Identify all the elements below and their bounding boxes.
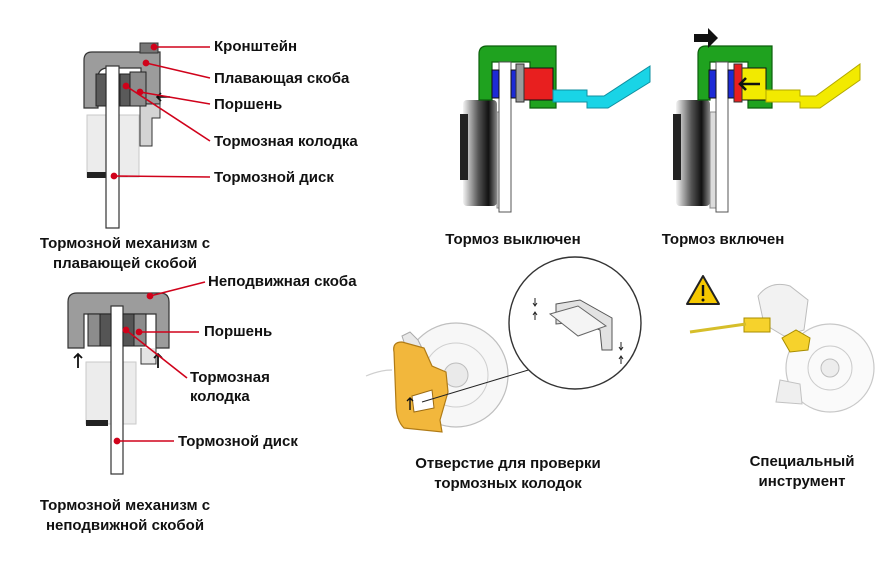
hub-shadow xyxy=(87,172,109,178)
label-piston: Поршень xyxy=(214,96,283,113)
brake-disc xyxy=(715,61,729,213)
caption-line: Отверстие для проверки xyxy=(415,455,601,472)
brake-disc xyxy=(110,305,124,475)
piston-seal xyxy=(515,63,525,103)
bracket-leg xyxy=(139,103,161,147)
brake-off-diagram xyxy=(460,45,651,213)
special-tool-illustration xyxy=(686,275,875,413)
bracket-part xyxy=(139,42,159,54)
caption-brake-on: Тормоз включен xyxy=(661,231,785,248)
label-piston: Поршень xyxy=(204,323,273,340)
hub-center xyxy=(820,358,840,378)
fixed-caliper-leader-lines xyxy=(113,281,206,445)
zoom-leader xyxy=(421,367,536,403)
caliper-slide-arrow xyxy=(694,28,718,48)
caption-fixed-caliper: Тормозной механизм с неподвижной скобой xyxy=(10,496,240,536)
fixed-caliper-body xyxy=(67,292,170,349)
warning-dot xyxy=(701,298,705,302)
brake-disc xyxy=(498,61,512,213)
wheel-hub xyxy=(676,100,710,206)
piston-push-arrow xyxy=(738,77,760,91)
brake-disc xyxy=(105,65,120,229)
wheel-hub xyxy=(463,100,497,206)
wheel-disc-ring xyxy=(807,345,853,391)
caption-special-tool: Специальный инструмент xyxy=(726,452,878,492)
wear-mark-arrow-bottom xyxy=(618,342,624,351)
caption-line: инструмент xyxy=(758,473,846,490)
caption-line: Тормозной механизм с xyxy=(39,235,211,252)
floating-caliper-diagram xyxy=(83,42,170,229)
pad-friction-face xyxy=(548,305,608,337)
suspension-arm xyxy=(365,369,393,377)
caption-brake-off: Тормоз выключен xyxy=(445,231,581,248)
inner-brake-pad xyxy=(119,73,131,107)
tool-body-yellow xyxy=(781,329,811,353)
label-brake-disc: Тормозной диск xyxy=(214,169,334,186)
inspection-arrow xyxy=(406,397,414,410)
label-brake-pad: Тормозная колодка xyxy=(190,368,270,406)
label-line: колодка xyxy=(190,388,250,405)
floating-caliper-leader-lines xyxy=(110,43,211,180)
fixed-caliper-diagram xyxy=(67,292,170,475)
caption-inspection-hole: Отверстие для проверки тормозных колодок xyxy=(390,454,626,494)
hub-edge xyxy=(673,114,681,180)
inspection-window xyxy=(411,389,435,413)
tool-handle xyxy=(743,317,771,333)
tool-rod xyxy=(689,322,747,334)
caption-line: Специальный xyxy=(749,453,855,470)
wear-mark-arrow-bottom2 xyxy=(618,355,624,364)
wear-mark-arrow-top2 xyxy=(532,311,538,320)
piston-red xyxy=(521,67,554,101)
outer-pad xyxy=(491,69,500,99)
hub-edge xyxy=(460,114,468,180)
label-floating-caliper: Плавающая скоба xyxy=(214,70,350,87)
fluid-line-cyan xyxy=(552,65,651,109)
hub-shadow xyxy=(86,420,108,426)
label-fixed-caliper: Неподвижная скоба xyxy=(208,273,357,290)
wear-mark-arrow-top xyxy=(532,298,538,307)
left-brake-pad xyxy=(99,313,112,347)
brake-on-diagram xyxy=(673,28,861,213)
label-brake-pad: Тормозная колодка xyxy=(214,133,358,150)
caption-floating-caliper: Тормозной механизм с плавающей скобой xyxy=(10,234,240,274)
inspection-hole-illustration xyxy=(365,256,642,433)
caption-line: тормозных колодок xyxy=(434,475,582,492)
caption-line: плавающей скобой xyxy=(53,255,197,272)
left-force-arrow xyxy=(73,352,83,368)
piston xyxy=(129,71,147,107)
caption-line: Тормозной механизм с xyxy=(39,497,211,514)
lower-arm xyxy=(775,379,803,405)
label-bracket: Кронштейн xyxy=(214,38,298,55)
caliper-orange xyxy=(393,341,449,433)
caption-line: неподвижной скобой xyxy=(45,517,205,534)
fluid-line-yellow xyxy=(765,63,861,109)
left-piston xyxy=(87,313,101,347)
label-line: Тормозная xyxy=(190,369,270,386)
caliper-mount xyxy=(140,348,157,365)
outer-pad xyxy=(708,69,717,99)
outer-brake-pad xyxy=(95,73,107,107)
label-brake-disc: Тормозной диск xyxy=(178,433,298,450)
